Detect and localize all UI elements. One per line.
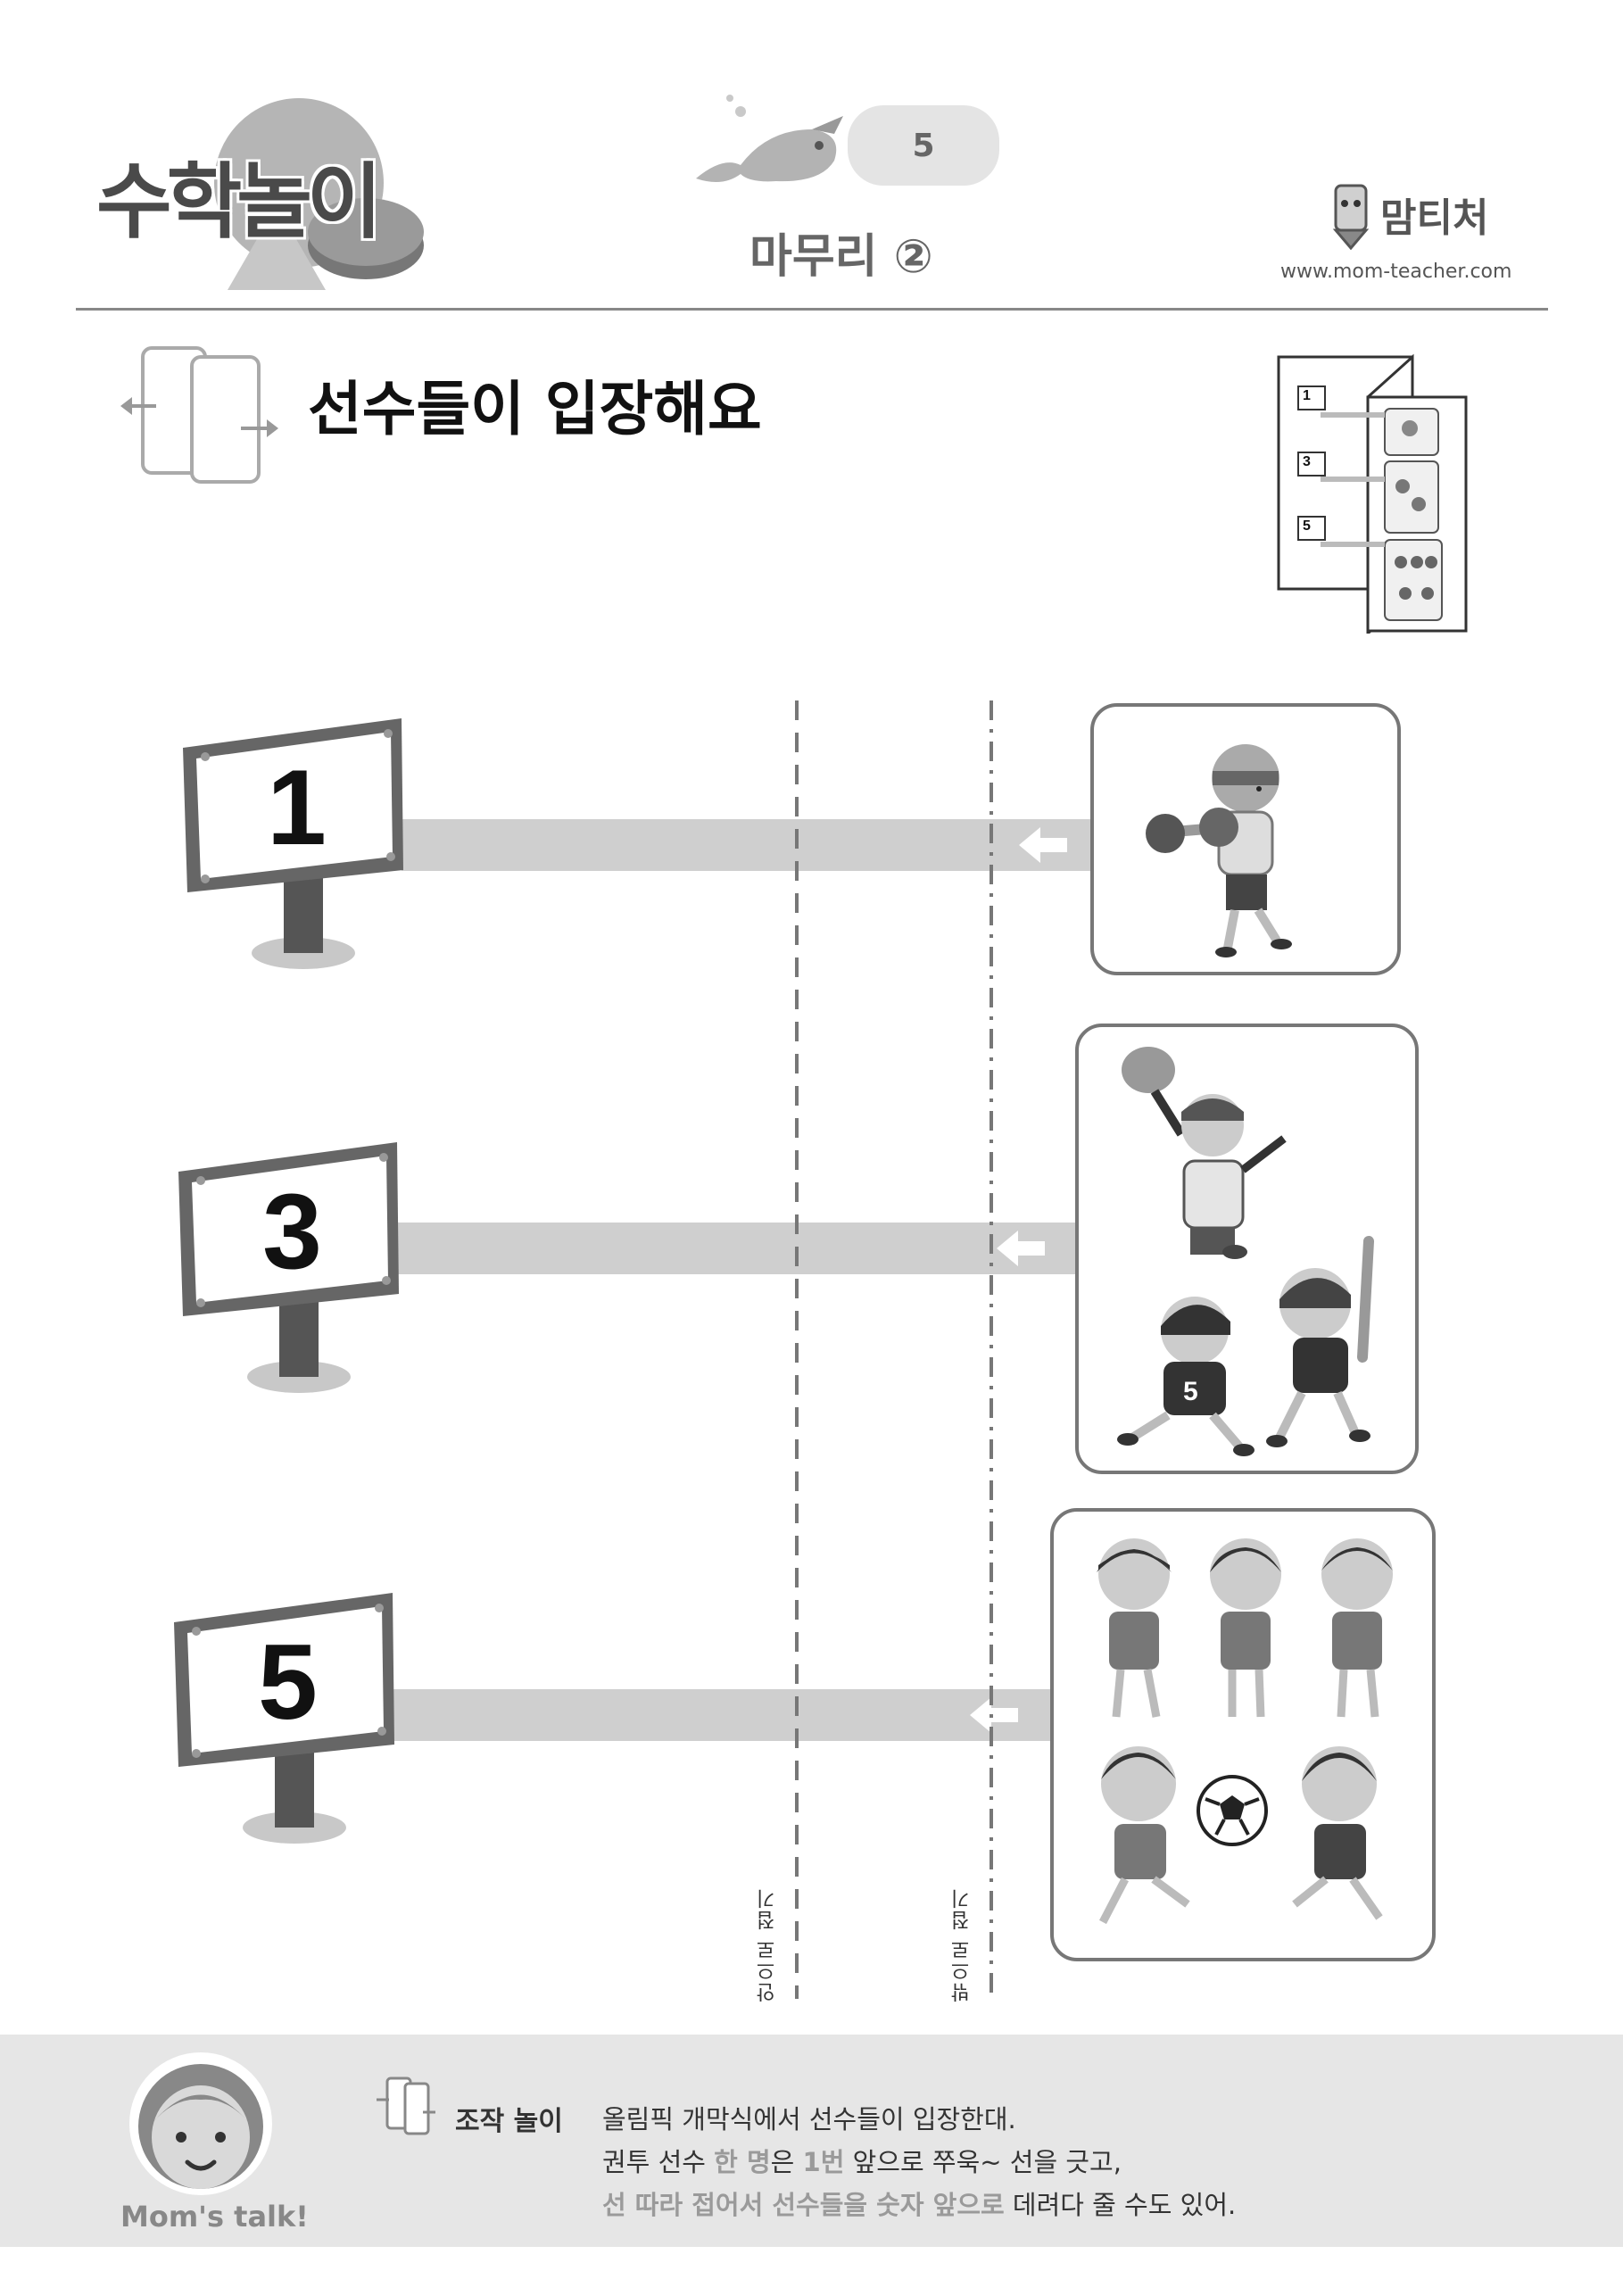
header-divider [76,308,1548,311]
brand-logo: 맘티처 [1325,178,1539,250]
footer-line-3: 선 따라 접어서 선수들을 숫자 앞으로 데려다 줄 수도 있어. [602,2184,1236,2222]
footer-line-2: 권투 선수 한 명은 1번 앞으로 쭈욱~ 선을 긋고, [602,2142,1122,2179]
thumbnail-number: 1 [1303,388,1311,403]
mom-face-icon [129,2052,272,2195]
arrow-left-icon [1017,824,1071,866]
footer-line-1: 올림픽 개막식에서 선수들이 입장한대. [602,2104,1016,2134]
thumbnail-number: 5 [1303,518,1311,534]
brand-url: www.mom-teacher.com [1280,261,1512,283]
fold-label-outer: 밖으로 접기 [951,1887,973,2002]
boxer-icon [1146,744,1292,957]
sign-number: 1 [267,748,327,867]
activity-thumbnail: 1 3 5 [1276,352,1472,637]
sign-post: 1 [178,714,410,982]
header: 수학놀이 5 마무리 ② 맘티처 www.mom-teacher.com [0,0,1623,312]
arrow-left-icon [968,1694,1022,1737]
soccer-players-icon [1097,1538,1393,1925]
pencil-mascot-icon [1332,184,1370,250]
logo-shapes-icon [214,98,424,290]
activity-title: 선수들이 입장해요 [308,375,762,443]
logo: 수학놀이 [89,89,428,294]
avatar [120,2048,281,2200]
player-card-boxer[interactable] [1090,703,1401,975]
footer-text: 앞으로 쭈욱~ 선을 긋고, [844,2147,1122,2177]
arrow-left-icon [995,1227,1048,1270]
fold-line-outer [989,700,994,1999]
lesson-title: 마무리 ② [749,230,933,284]
fold-label-inner: 안으로 접기 [757,1887,779,2002]
sign-post: 5 [170,1588,402,1856]
sign-post: 3 [174,1138,406,1405]
footer-text: 데려다 줄 수도 있어. [1004,2190,1237,2220]
fold-activity-icon [116,344,286,491]
svg-text:5: 5 [1183,1377,1198,1406]
footer-heading: 조작 놀이 [455,2106,563,2137]
brand-name: 맘티처 [1380,195,1489,241]
player-card-baseball[interactable]: 5 [1075,1024,1419,1474]
connector-band [393,1689,1066,1741]
player-card-soccer[interactable] [1050,1508,1436,1961]
sign-number: 5 [258,1622,318,1742]
fold-activity-icon [375,2075,437,2137]
whale-icon [687,94,848,192]
connector-band [402,819,1093,871]
footer-text: 권투 선수 [602,2147,715,2177]
moms-talk-label: Mom's talk! [120,2200,309,2234]
baseball-players-icon: 5 [1117,1047,1374,1456]
logo-text: 수학놀이 [96,154,383,250]
fold-line-inner [794,700,799,1999]
thumbnail-number: 3 [1303,454,1311,469]
connector-band [397,1223,1089,1274]
footer-highlight: 선 따라 접어서 선수들을 숫자 앞으로 [602,2190,1005,2220]
sign-number: 3 [262,1172,322,1291]
footer: Mom's talk! 조작 놀이 올림픽 개막식에서 선수들이 입장한대. 권… [0,2035,1623,2247]
footer-highlight: 한 명 [714,2147,771,2177]
footer-highlight: 1번 [802,2147,845,2177]
footer-text: 은 [770,2147,803,2177]
unit-number-badge: 5 [848,105,999,186]
